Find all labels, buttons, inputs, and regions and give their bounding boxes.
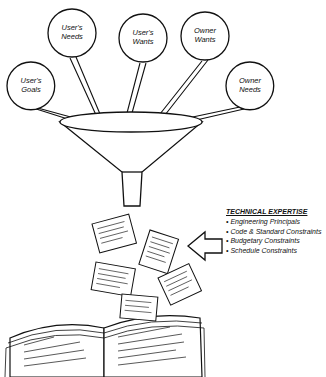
funnel-cone bbox=[60, 122, 202, 206]
page-edge bbox=[6, 326, 204, 348]
book-cover bbox=[5, 328, 205, 377]
paper-sheet bbox=[158, 264, 201, 306]
balloon-label: Owner Wants bbox=[186, 27, 224, 44]
section-heading: TECHNICAL EXPERTISE bbox=[226, 207, 324, 216]
balloon-tail bbox=[127, 63, 146, 113]
need-balloon: Owner Wants bbox=[180, 11, 230, 61]
balloon-circle bbox=[48, 9, 96, 57]
balloon-label: User's Needs bbox=[53, 24, 91, 41]
balloon-label: User's Wants bbox=[124, 29, 162, 46]
list-item: • Budgetary Constraints bbox=[226, 236, 324, 245]
funnel-neck bbox=[122, 171, 142, 172]
balloon-label: User's Goals bbox=[12, 77, 50, 94]
papers bbox=[91, 214, 201, 321]
paper-sheet bbox=[139, 230, 179, 274]
balloon-tail bbox=[70, 57, 100, 115]
need-balloon: Owner Needs bbox=[225, 61, 275, 111]
list-item: • Engineering Principals bbox=[226, 217, 324, 226]
book-text-lines bbox=[24, 327, 186, 366]
page-edge bbox=[8, 321, 202, 343]
need-balloon: User's Needs bbox=[47, 8, 97, 58]
balloon-circle bbox=[226, 62, 274, 110]
balloon-label: Owner Needs bbox=[231, 77, 269, 94]
paper-sheet bbox=[92, 214, 136, 253]
list-item: • Schedule Constraints bbox=[226, 246, 324, 255]
input-arrow bbox=[188, 232, 222, 260]
balloon-tail bbox=[160, 60, 208, 115]
balloon-circle bbox=[181, 12, 229, 60]
funnel bbox=[60, 112, 202, 206]
list-item: • Code & Standard Constraints bbox=[226, 227, 324, 236]
funnel-rim bbox=[60, 112, 202, 132]
paper-sheet bbox=[120, 294, 158, 321]
balloon-circle bbox=[119, 14, 167, 62]
open-book bbox=[5, 316, 205, 377]
expertise-list: TECHNICAL EXPERTISE• Engineering Princip… bbox=[226, 207, 324, 255]
book-page bbox=[10, 325, 104, 377]
need-balloon: User's Goals bbox=[6, 61, 56, 111]
balloon-circle bbox=[7, 62, 55, 110]
need-balloon: User's Wants bbox=[118, 13, 168, 63]
paper-sheet bbox=[91, 262, 135, 297]
